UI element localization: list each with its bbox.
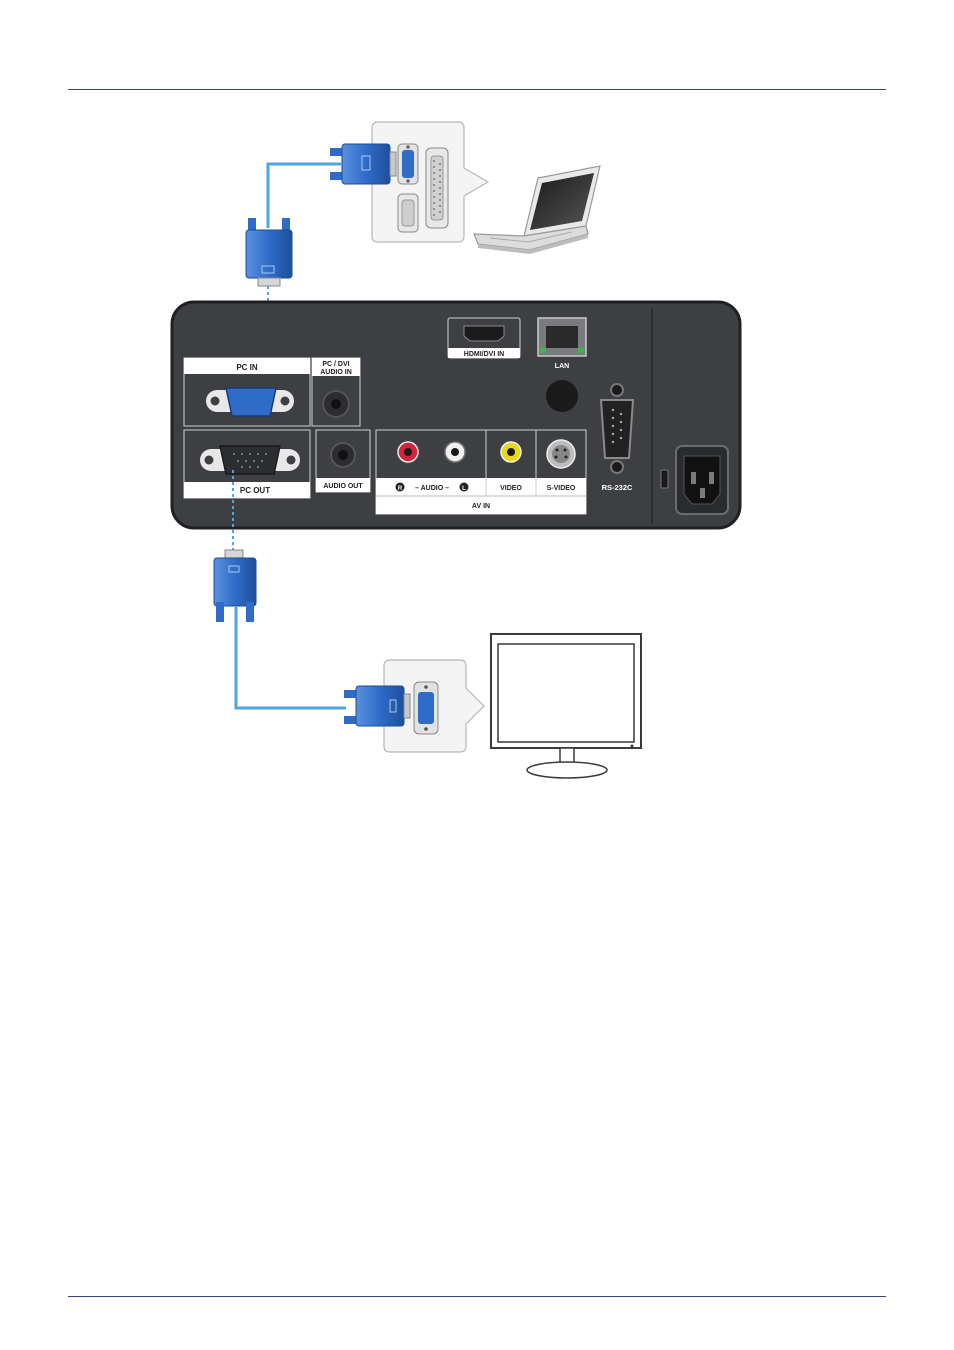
- sensor-icon: [546, 380, 578, 412]
- pc-out-label: PC OUT: [240, 486, 270, 495]
- laptop-icon: [474, 166, 600, 254]
- audio-l-label: L: [462, 486, 466, 492]
- laptop-parallel-port: [426, 148, 448, 228]
- pc-in-label: PC IN: [236, 363, 258, 372]
- vga-cable-icon: [246, 218, 292, 286]
- audio-in-label: AUDIO IN: [320, 369, 352, 376]
- laptop-vga-port: [398, 144, 418, 184]
- video-label: VIDEO: [500, 485, 522, 492]
- rs232c-label: RS-232C: [602, 483, 633, 492]
- pc-dvi-label: PC / DVI: [322, 361, 349, 368]
- monitor-icon: [491, 634, 641, 778]
- vga-cable-icon: [344, 686, 410, 726]
- power-switch: [661, 470, 668, 488]
- audio-label: – AUDIO –: [415, 485, 449, 492]
- power-socket-icon: [676, 446, 728, 514]
- s-video-port-icon: [547, 440, 575, 468]
- av-in-label: AV IN: [472, 503, 490, 510]
- lan-label: LAN: [555, 363, 569, 370]
- audio-r-label: R: [398, 486, 403, 492]
- laptop-serial-port: [398, 194, 418, 232]
- s-video-label: S-VIDEO: [547, 485, 576, 492]
- audio-out-label: AUDIO OUT: [323, 483, 363, 490]
- projector-rear-panel: PC IN PC / DVI AUDIO IN HDMI/DVI IN: [172, 302, 740, 528]
- hdmi-label: HDMI/DVI IN: [464, 351, 504, 358]
